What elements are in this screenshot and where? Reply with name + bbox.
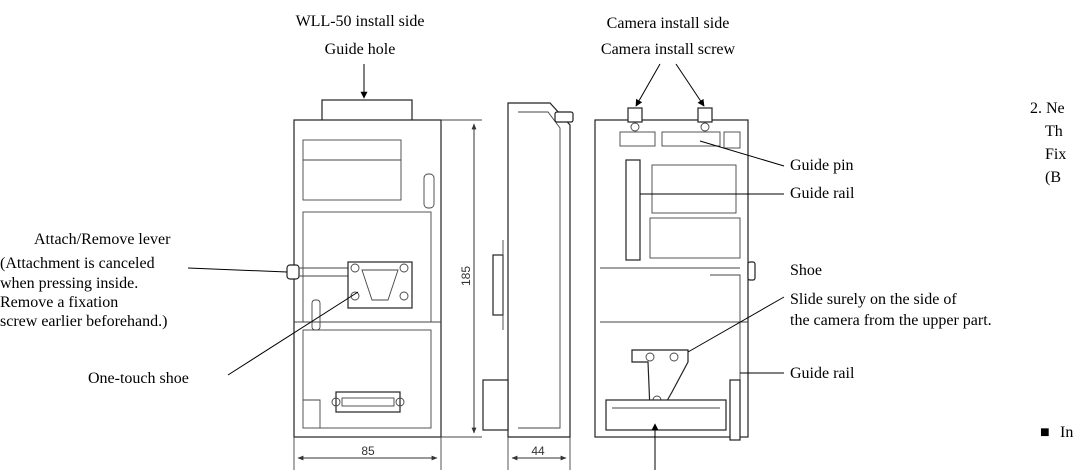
- front-connector: [335, 391, 401, 413]
- attach-note-line-2: when pressing inside.: [0, 275, 138, 292]
- side-note-line-4: (B: [1045, 169, 1061, 186]
- shoe-leader: [687, 296, 785, 353]
- front-slot: [423, 173, 435, 209]
- one-touch-shoe-leader: [227, 291, 359, 376]
- guide-rail-label-2: Guide rail: [790, 365, 855, 382]
- height-dimension: 185: [441, 119, 482, 438]
- side-body: [507, 102, 571, 438]
- back-bottom-block: [605, 399, 727, 431]
- camera-install-side-label: Camera install side: [607, 15, 730, 32]
- width-dimension: 85: [293, 437, 442, 470]
- bottom-note-text: In: [1060, 424, 1073, 441]
- height-label: 185: [459, 266, 473, 286]
- depth-dimension: 44: [507, 437, 571, 470]
- guide-rail-left: [625, 159, 641, 261]
- attach-lever-label: Attach/Remove lever: [34, 231, 171, 248]
- camera-install-screw-label: Camera install screw: [601, 41, 736, 58]
- one-touch-shoe-label: One-touch shoe: [88, 370, 189, 387]
- side-note-line-1: 2. Ne: [1030, 100, 1065, 117]
- guide-hole-label: Guide hole: [325, 41, 396, 58]
- shoe-label: Shoe: [790, 262, 822, 279]
- camera-screw-left: [627, 107, 643, 123]
- attach-note-line-4: screw earlier beforehand.): [0, 313, 167, 330]
- lever-knob: [286, 264, 300, 280]
- guide-hole-block: [321, 99, 413, 123]
- side-note-line-2: Th: [1045, 123, 1063, 140]
- depth-label: 44: [531, 444, 545, 458]
- attach-note-line-3: Remove a fixation: [0, 294, 118, 311]
- guide-rail-right: [729, 379, 741, 441]
- width-label: 85: [361, 444, 375, 458]
- one-touch-shoe-plate: [347, 261, 413, 309]
- front-view: [286, 99, 442, 438]
- guide-pin-leader: [699, 140, 785, 167]
- side-view: [482, 102, 574, 438]
- side-note-line-3: Fix: [1045, 146, 1066, 163]
- front-upper-panel: [302, 139, 402, 201]
- guide-pin-label: Guide pin: [790, 157, 854, 174]
- shoe-note-line-2: the camera from the upper part.: [790, 312, 992, 329]
- wll-install-side-label: WLL-50 install side: [296, 13, 425, 30]
- lever-leader: [187, 267, 288, 273]
- camera-screw-right: [697, 107, 713, 123]
- back-view: [594, 107, 756, 441]
- attach-note-line-1: (Attachment is canceled: [0, 255, 155, 272]
- guide-rail-label-1: Guide rail: [790, 185, 855, 202]
- shoe-note-line-1: Slide surely on the side of: [790, 291, 957, 308]
- bottom-note-bullet: ■: [1040, 424, 1050, 441]
